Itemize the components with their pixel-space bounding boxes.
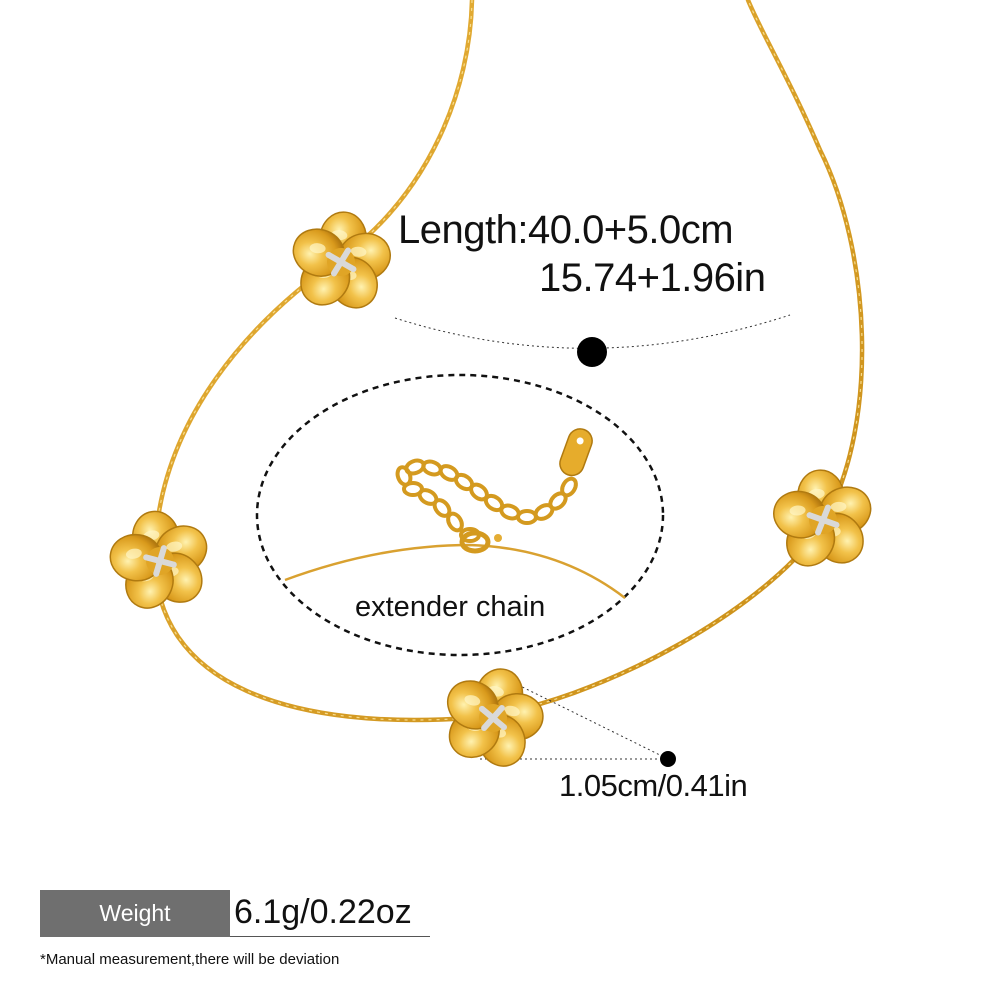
petal-highlight	[789, 505, 806, 516]
flower-charm	[109, 510, 208, 609]
weight-underline	[230, 936, 430, 937]
weight-value: 6.1g/0.22oz	[234, 893, 412, 931]
extender-inner-chain	[284, 543, 626, 599]
petal-highlight	[309, 243, 326, 254]
petal-highlight	[166, 541, 183, 552]
silver-cross	[153, 545, 167, 577]
length-label: Length:40.0+5.0cm	[398, 208, 734, 252]
length-arc	[394, 314, 791, 349]
weight-label-badge: Weight	[40, 890, 230, 937]
length-inches-label: 15.74+1.96in	[539, 256, 766, 300]
brand-tag	[559, 428, 593, 477]
petal-highlight	[125, 548, 142, 559]
petal-highlight	[350, 246, 367, 257]
lobster-clasp	[459, 530, 502, 554]
length-marker-dot	[577, 337, 607, 367]
flower-size-label: 1.05cm/0.41in	[559, 768, 748, 803]
extender-outline	[255, 373, 665, 657]
silver-cross	[481, 704, 505, 732]
extender-links	[395, 458, 578, 543]
extender-label: extender chain	[355, 591, 546, 623]
flower-charm	[446, 668, 544, 767]
silver-cross	[815, 504, 831, 536]
petal-highlight	[830, 501, 847, 512]
petal-highlight	[464, 695, 481, 706]
measurement-footnote: *Manual measurement,there will be deviat…	[40, 951, 340, 968]
silver-cross	[330, 247, 352, 277]
flower-charm	[292, 211, 391, 309]
petal-highlight	[504, 705, 520, 717]
flower-charm	[773, 469, 872, 567]
